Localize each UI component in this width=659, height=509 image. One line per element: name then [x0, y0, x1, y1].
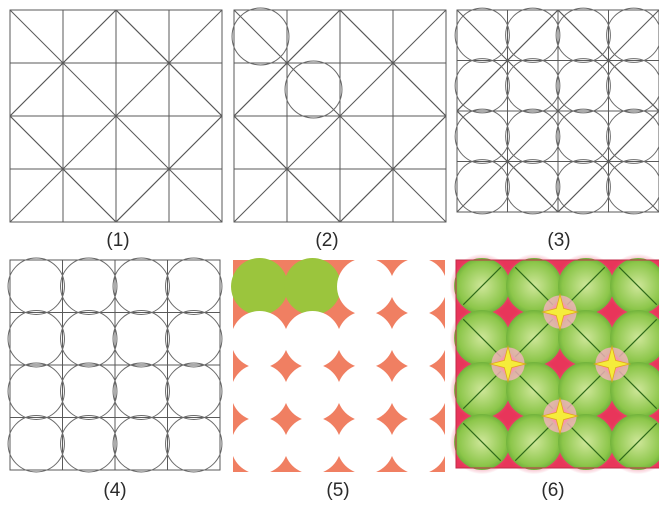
- panel-4-leaf-outlines: [8, 258, 222, 472]
- leaf-outline: [113, 363, 169, 419]
- panel-5-salmon-tile: [231, 258, 447, 474]
- caption-4: (4): [55, 480, 175, 502]
- white-leaf: [231, 311, 288, 368]
- caption-6: (6): [493, 480, 613, 502]
- leaf-outline: [607, 109, 659, 163]
- leaf-outline: [61, 363, 117, 419]
- white-leaf: [284, 311, 341, 368]
- leaf-outline: [61, 416, 117, 472]
- leaf-outline: [166, 258, 222, 314]
- panel-1-grid-diagonals: [10, 10, 222, 222]
- white-leaf: [231, 364, 288, 421]
- white-leaf: [337, 258, 394, 315]
- leaf-outline: [166, 311, 222, 367]
- leaf-outline: [8, 363, 64, 419]
- leaf-outline: [607, 59, 659, 113]
- green-leaf: [284, 258, 341, 315]
- white-leaf: [284, 364, 341, 421]
- panel-3-grid-all-leaves: [455, 8, 659, 214]
- caption-2: (2): [267, 230, 387, 252]
- white-leaf: [337, 364, 394, 421]
- caption-3: (3): [499, 230, 619, 252]
- white-leaf: [390, 258, 447, 315]
- white-leaf: [390, 311, 447, 368]
- leaf-outline: [113, 311, 169, 367]
- leaf-outline: [166, 363, 222, 419]
- leaf-outline: [166, 416, 222, 472]
- caption-1: (1): [58, 230, 178, 252]
- panel-2-grid-partial-leaves: [232, 8, 446, 222]
- leaf-outline: [113, 258, 169, 314]
- white-leaf: [284, 417, 341, 474]
- panel-6-colored-tile: [450, 254, 659, 474]
- white-leaf: [337, 311, 394, 368]
- white-leaf: [390, 417, 447, 474]
- white-leaf: [337, 417, 394, 474]
- leaf-outline: [607, 8, 659, 62]
- leaf-outline: [61, 311, 117, 367]
- green-leaf: [231, 258, 288, 315]
- leaf-outline: [8, 258, 64, 314]
- leaf-outline: [8, 416, 64, 472]
- leaf-outline: [113, 416, 169, 472]
- leaf-outline: [8, 311, 64, 367]
- white-leaf: [231, 417, 288, 474]
- leaf-outline: [607, 160, 659, 214]
- caption-5: (5): [278, 480, 398, 502]
- white-leaf: [390, 364, 447, 421]
- leaf-outline: [61, 258, 117, 314]
